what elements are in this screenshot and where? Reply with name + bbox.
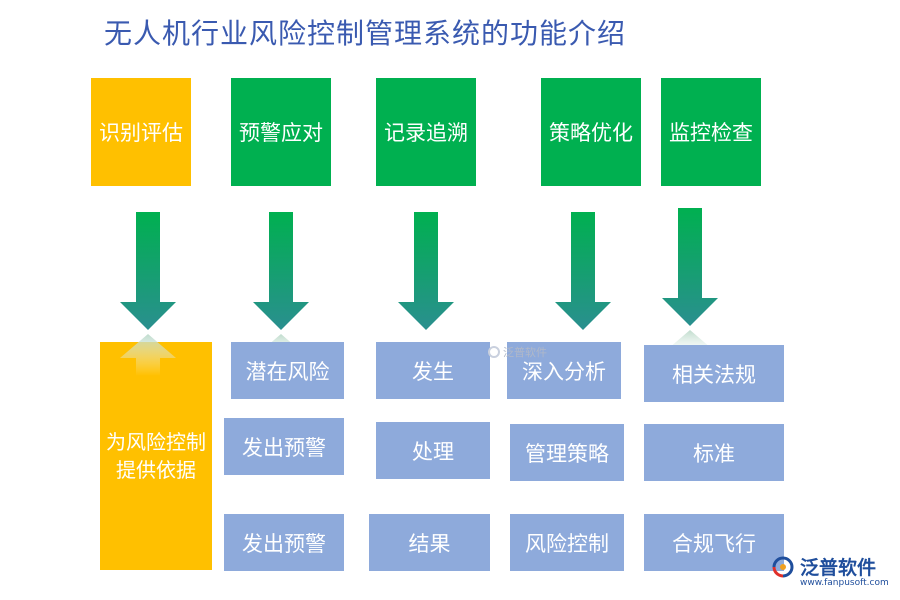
item-issue-warning: 发出预警 — [224, 514, 344, 571]
item-deep-analysis: 深入分析 — [507, 342, 621, 399]
page-title: 无人机行业风险控制管理系统的功能介绍 — [104, 17, 627, 50]
item-regulations: 相关法规 — [644, 345, 784, 402]
watermark-logo-icon — [488, 346, 500, 358]
brand-logo: 泛普软件 www.fanpusoft.com — [770, 553, 895, 597]
item-handling: 处理 — [376, 422, 490, 479]
down-arrow-icon — [555, 212, 611, 330]
header-identify-assess: 识别评估 — [91, 78, 191, 186]
header-strategy-optimize: 策略优化 — [541, 78, 641, 186]
item-issue-warning: 发出预警 — [224, 418, 344, 475]
item-result: 结果 — [369, 514, 490, 571]
item-standards: 标准 — [644, 424, 784, 481]
item-potential-risk: 潜在风险 — [231, 342, 344, 399]
fanpu-logo-icon — [772, 556, 794, 577]
item-occurrence: 发生 — [376, 342, 490, 399]
header-warning-response: 预警应对 — [231, 78, 331, 186]
summary-block: 为风险控制 提供依据 — [100, 342, 212, 570]
arrow-reflection — [120, 334, 176, 376]
header-monitor-inspect: 监控检查 — [661, 78, 761, 186]
down-arrow-icon — [662, 208, 718, 326]
down-arrow-icon — [120, 212, 176, 330]
header-record-trace: 记录追溯 — [376, 78, 476, 186]
down-arrow-icon — [253, 212, 309, 330]
item-risk-control: 风险控制 — [510, 514, 624, 571]
item-compliant-flight: 合规飞行 — [644, 514, 784, 571]
down-arrow-icon — [398, 212, 454, 330]
item-management-strategy: 管理策略 — [510, 424, 624, 481]
watermark: 泛普软件 — [488, 344, 547, 360]
